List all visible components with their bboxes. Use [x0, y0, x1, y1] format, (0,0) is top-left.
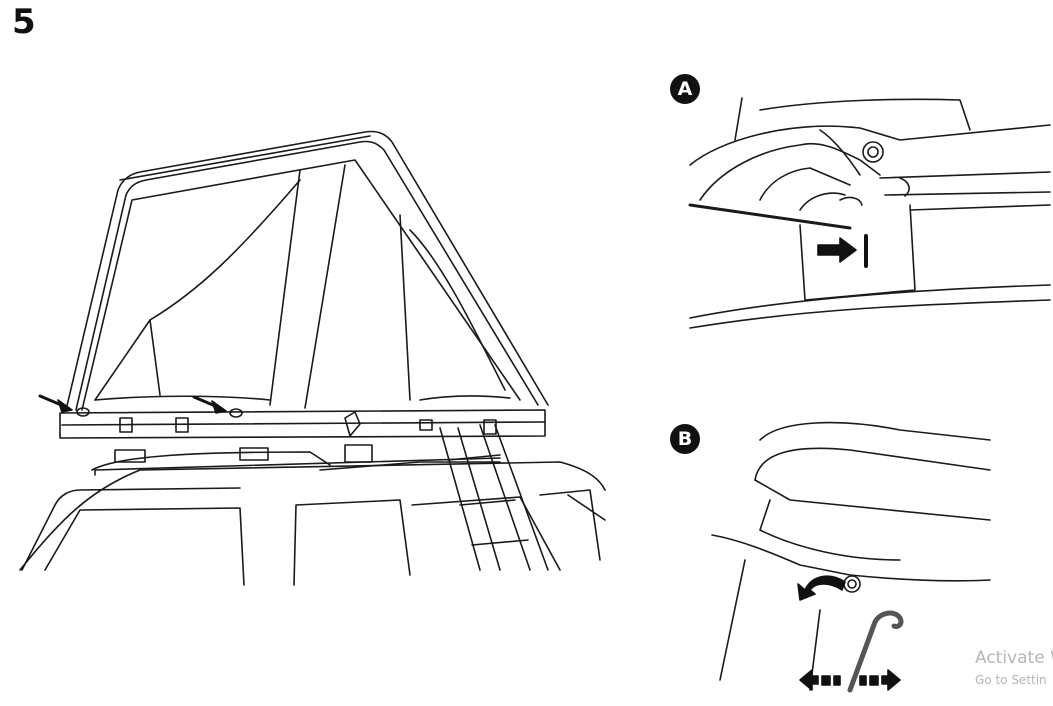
- detail-b-badge: B: [670, 424, 700, 454]
- arrow-icon-latch-right: [192, 395, 227, 414]
- arrow-icon-push-right: [817, 234, 868, 268]
- arrow-icon-rotate: [797, 575, 846, 601]
- activation-watermark-subtitle: Go to Settin: [975, 673, 1047, 687]
- arrow-icon-move-left-right: [799, 669, 901, 691]
- step-number: 5: [12, 2, 36, 42]
- detail-a-badge: A: [670, 74, 700, 104]
- activation-watermark-title: Activate W: [975, 648, 1053, 668]
- detail-a-illustration: [688, 97, 1051, 329]
- arrow-icon-latch-left: [38, 394, 73, 413]
- car-with-rooftop-tent-illustration: [19, 130, 606, 586]
- detail-b-illustration: [711, 421, 991, 693]
